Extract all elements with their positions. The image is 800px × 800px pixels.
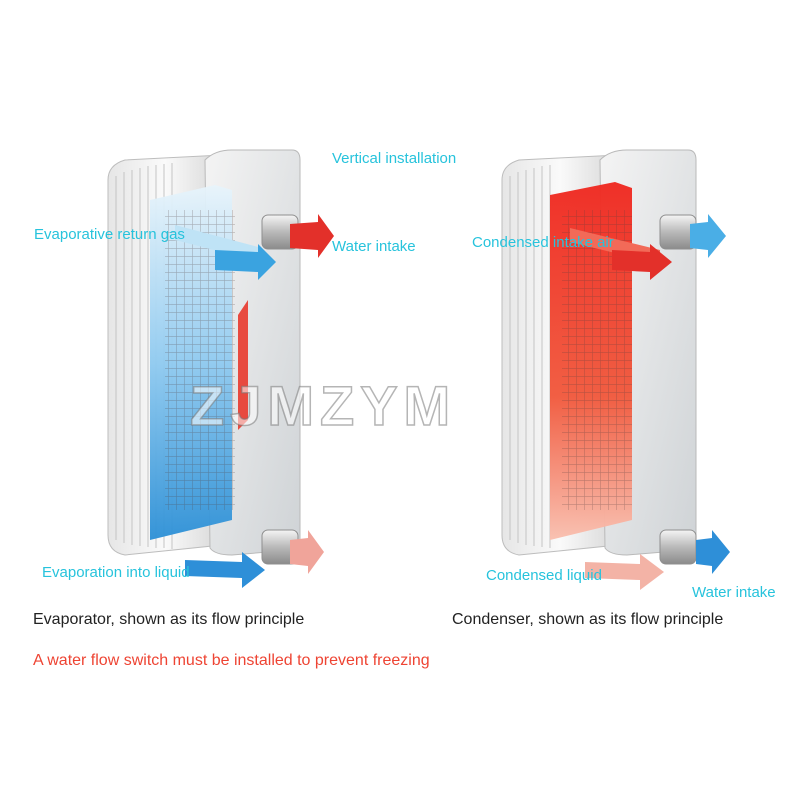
water-intake-arrow-icon [290, 214, 334, 258]
freeze-warning: A water flow switch must be installed to… [33, 652, 430, 669]
watermark: ZJMZYM [189, 373, 457, 438]
condenser-caption: Condenser, shown as its flow principle [452, 611, 724, 628]
intake-air-arrow-icon [612, 244, 672, 280]
page-title: Vertical installation [332, 150, 457, 167]
water-intake-arrow-icon [696, 530, 730, 574]
evaporation-into-liquid-label: Evaporation into liquid [42, 564, 190, 581]
condensed-liquid-label: Condensed liquid [486, 567, 602, 584]
evaporator-unit [107, 149, 334, 588]
evaporator-caption: Evaporator, shown as its flow principle [33, 611, 305, 628]
condensed-liquid-arrow-icon [585, 554, 664, 590]
condenser-water-intake-label: Water intake [692, 584, 776, 601]
evaporator-water-intake-label: Water intake [332, 238, 416, 255]
evaporative-return-gas-label: Evaporative return gas [34, 226, 185, 243]
water-outlet-arrow-icon [690, 214, 726, 258]
liquid-arrow-icon [185, 552, 265, 588]
condenser-unit [501, 149, 730, 590]
condensed-intake-air-label: Condensed intake air [472, 234, 614, 251]
return-gas-arrow-icon [215, 244, 276, 280]
water-outlet-arrow-icon [290, 530, 324, 574]
